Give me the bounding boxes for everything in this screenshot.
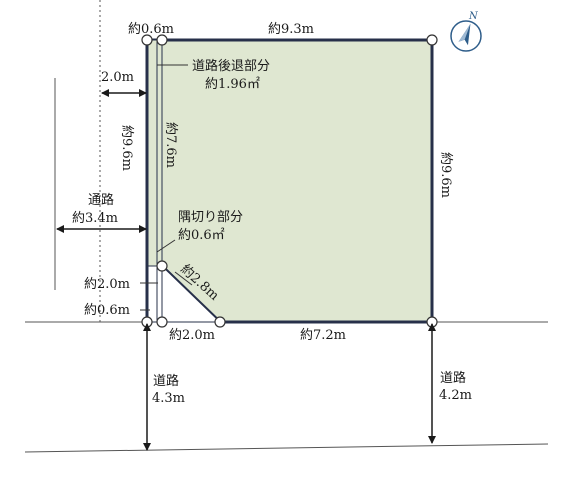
bottom-right-dim: 約7.2m [300,328,346,343]
corner-diag-leader [174,271,193,286]
setback-width: 2.0m [101,70,134,85]
corner-marker [426,34,438,46]
top-left-dim: 約0.6m [128,22,174,37]
bottom-offset-dim: 約0.6m [84,303,130,318]
setback-label: 道路後退部分 [192,58,270,74]
left-dim: 約9.6m [119,125,134,171]
top-dim: 約9.3m [268,22,314,37]
corner-marker [156,316,168,328]
corner-marker [141,34,153,46]
inner-left-dim: 約7.6m [163,122,178,168]
road-left-label: 道路 [153,373,179,389]
corner-marker [156,260,168,272]
passage-width: 約3.4m [72,211,118,226]
road-right-width: 4.2m [439,388,472,403]
corner-cut-label: 隅切り部分 [178,210,243,225]
corner-marker [156,34,168,46]
compass-letter: N [468,11,479,22]
setback-strip [146,39,163,267]
setback-area: 約1.96㎡ [205,77,260,92]
bottom-left-dim: 約2.0m [169,328,215,343]
road-left-width: 4.3m [152,391,185,406]
road-edge-lower [24,443,549,453]
corner-marker [214,316,226,328]
north-compass-icon: N [450,11,482,52]
side-offset-dim: 約2.0m [84,277,130,292]
corner-cut-leader [156,239,176,253]
road-right-label: 道路 [440,370,466,386]
passage-label: 通路 [88,192,114,208]
corner-cut-area-label: 約0.6㎡ [178,228,225,243]
right-dim: 約9.6m [438,152,453,198]
